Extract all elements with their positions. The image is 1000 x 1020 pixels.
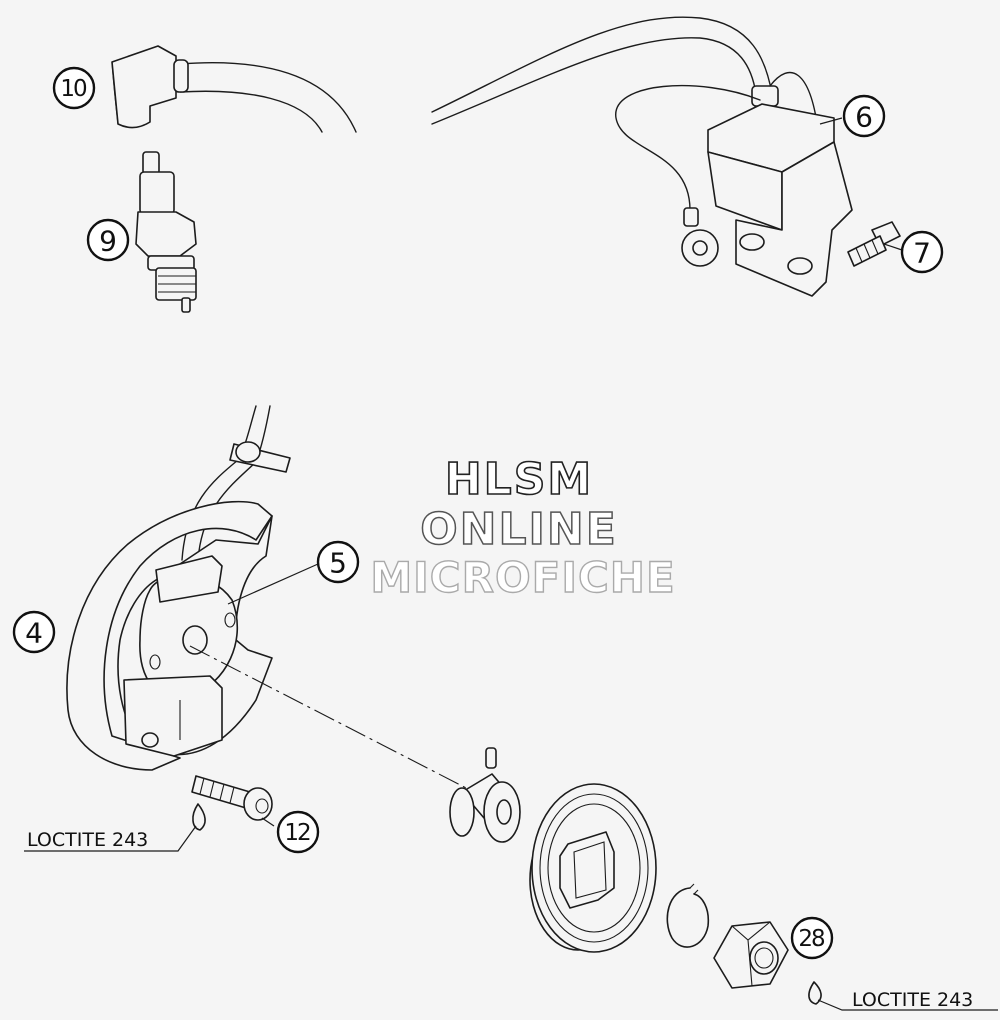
callout-12-label: 12 <box>284 820 310 846</box>
callout-7-label: 7 <box>913 237 931 270</box>
callout-9[interactable]: 9 <box>86 218 130 262</box>
stator-wire <box>181 405 291 561</box>
ignition-coil <box>615 84 853 297</box>
loctite-label-left: LOCTITE 243 <box>27 829 148 851</box>
watermark-line-2: ONLINE <box>420 504 618 555</box>
flywheel-nut <box>713 921 789 989</box>
leader-12 <box>261 817 275 827</box>
callout-10[interactable]: 10 <box>52 66 96 110</box>
harness-wire <box>431 16 819 131</box>
leader-7 <box>883 243 903 251</box>
flywheel-rotor <box>529 783 657 953</box>
stator-bolt <box>191 775 273 821</box>
coil-bolt <box>847 221 901 267</box>
loctite-drop-right <box>808 981 822 1005</box>
callout-4[interactable]: 4 <box>12 610 56 654</box>
flywheel-cover <box>66 500 273 771</box>
spark-plug-cap <box>111 45 357 133</box>
leader-loctite-left <box>24 825 197 852</box>
loctite-drop-left <box>192 803 206 831</box>
leader-6 <box>819 117 843 125</box>
callout-4-label: 4 <box>25 617 43 650</box>
callout-9-label: 9 <box>99 225 117 258</box>
loctite-label-right: LOCTITE 243 <box>852 989 973 1011</box>
leader-loctite-right <box>817 999 998 1011</box>
woodruff-key <box>485 747 497 769</box>
crank-centerline <box>189 645 471 791</box>
callout-5[interactable]: 5 <box>316 540 360 584</box>
callout-10-label: 10 <box>60 76 87 102</box>
leader-5 <box>227 563 319 605</box>
watermark-line-1: HLSM <box>445 454 593 505</box>
watermark-line-3: MICROFICHE <box>370 553 675 602</box>
callout-28-label: 28 <box>798 926 825 952</box>
callout-28[interactable]: 28 <box>790 916 834 960</box>
callout-12[interactable]: 12 <box>276 810 320 854</box>
stator-plate <box>117 515 273 757</box>
callout-5-label: 5 <box>329 547 347 580</box>
spark-plug <box>135 151 197 313</box>
callout-6-label: 6 <box>855 101 873 134</box>
spacer-sleeve <box>449 773 521 843</box>
callout-6[interactable]: 6 <box>842 94 886 138</box>
callout-7[interactable]: 7 <box>900 230 944 274</box>
circlip <box>666 883 710 948</box>
